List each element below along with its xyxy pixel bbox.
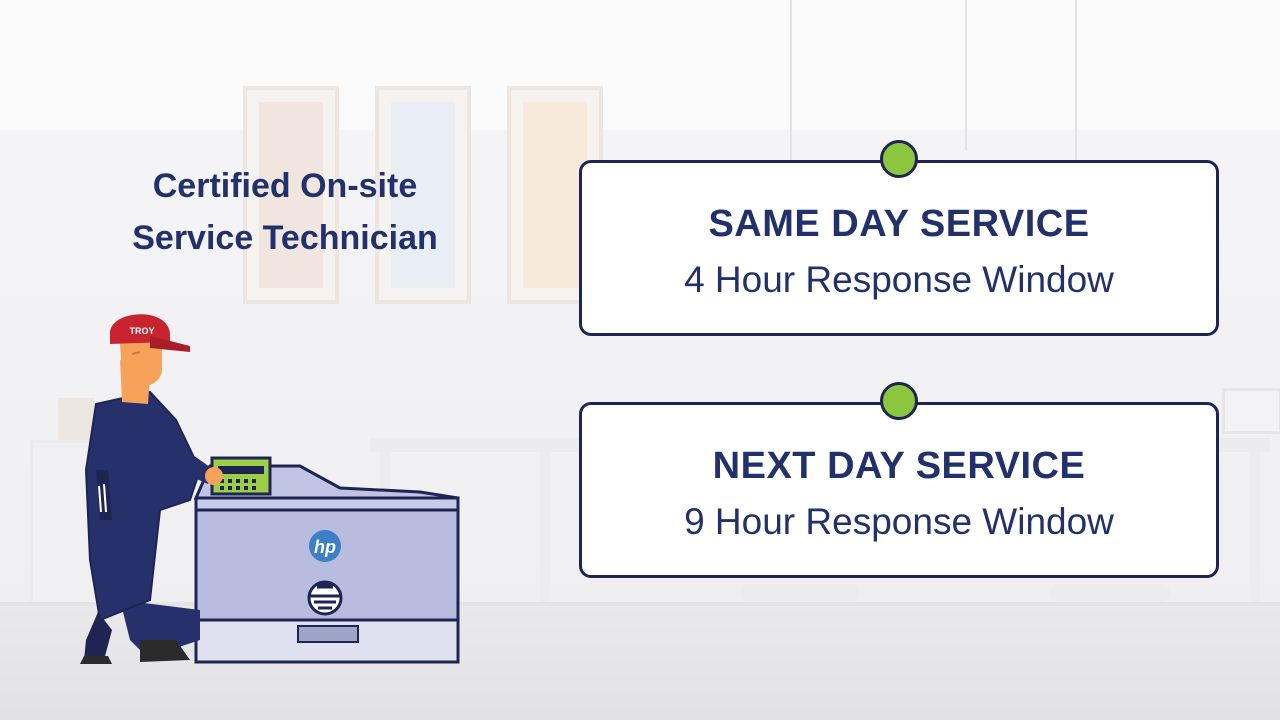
chair-base xyxy=(1050,584,1170,602)
technician: TROY xyxy=(80,314,223,664)
hp-logo-icon: hp xyxy=(309,530,341,562)
troy-emblem-icon xyxy=(307,580,343,616)
wall-frame xyxy=(375,86,471,304)
tools-icon xyxy=(98,483,107,513)
card-subtitle: 4 Hour Response Window xyxy=(684,259,1114,300)
lamp-cord xyxy=(1075,0,1077,170)
card-title: NEXT DAY SERVICE xyxy=(712,445,1086,487)
headline: Certified On-site Service Technician xyxy=(90,160,480,264)
cap-icon: TROY xyxy=(110,314,190,352)
svg-text:hp: hp xyxy=(314,537,336,557)
next-day-service-card: NEXT DAY SERVICE 9 Hour Response Window xyxy=(579,382,1219,578)
lamp-cord xyxy=(790,0,792,160)
green-dot-icon xyxy=(880,140,918,178)
headline-line-2: Service Technician xyxy=(132,219,438,257)
desk-leg xyxy=(1250,452,1260,602)
svg-text:TROY: TROY xyxy=(129,326,154,336)
chair-base xyxy=(740,584,860,602)
books xyxy=(58,398,94,440)
lamp-cord xyxy=(965,0,967,150)
card-title: SAME DAY SERVICE xyxy=(708,203,1090,245)
floor-line xyxy=(0,602,1280,608)
window-strip xyxy=(0,0,1280,130)
desk-leg xyxy=(540,452,550,602)
card-subtitle: 9 Hour Response Window xyxy=(684,501,1114,542)
same-day-service-card: SAME DAY SERVICE 4 Hour Response Window xyxy=(579,140,1219,336)
headline-line-1: Certified On-site xyxy=(152,167,418,205)
green-dot-icon xyxy=(880,382,918,420)
wall-frame xyxy=(243,86,339,304)
monitor xyxy=(1222,388,1280,434)
